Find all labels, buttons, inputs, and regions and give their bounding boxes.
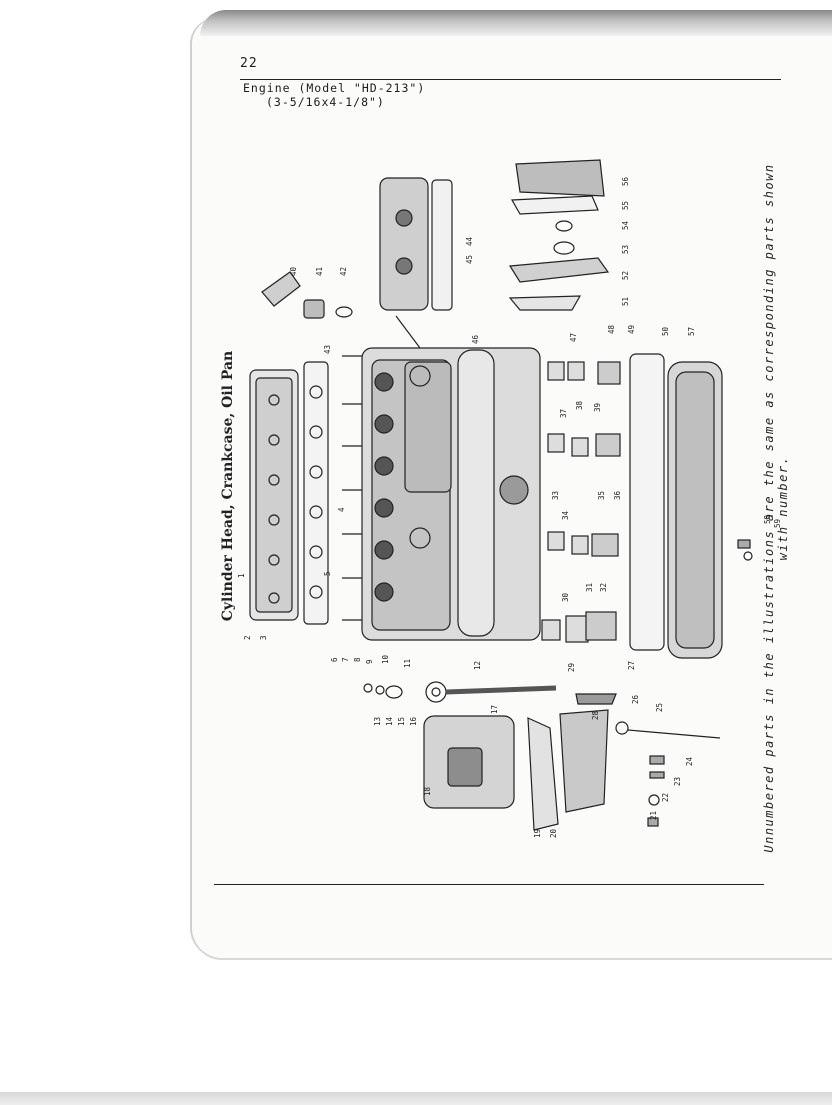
callout-49: 49 [627,325,636,334]
scan-shadow-top [200,10,832,36]
callout-33: 33 [551,491,560,500]
callout-40: 40 [289,266,298,276]
callout-5: 5 [323,571,332,576]
callout-4: 4 [337,507,346,512]
callout-11: 11 [403,659,412,668]
callout-48: 48 [607,324,616,334]
callout-59: 59 [773,519,782,528]
callout-58: 58 [763,514,772,524]
callout-2: 2 [243,635,252,640]
callout-9: 9 [365,659,374,664]
callout-32: 32 [599,583,608,592]
callout-50: 50 [661,326,670,336]
callout-53: 53 [621,245,630,254]
callout-15: 15 [397,717,406,726]
callout-56: 56 [621,176,630,186]
callout-22: 22 [661,793,670,802]
callout-31: 31 [585,583,594,592]
head-gasket-drawing [303,361,329,625]
callout-36: 36 [613,490,622,500]
callout-24: 24 [685,756,694,766]
engine-model-heading: Engine (Model "HD-213") [243,81,426,95]
callout-30: 30 [561,592,570,602]
callout-17: 17 [490,705,499,714]
callout-41: 41 [315,267,324,276]
callout-1: 1 [237,573,246,578]
callout-44: 44 [465,236,474,246]
callout-8: 8 [353,657,362,662]
callout-19: 19 [533,829,542,838]
callout-26: 26 [631,694,640,704]
callout-21: 21 [649,811,658,820]
callout-10: 10 [381,654,390,664]
callout-54: 54 [621,220,630,230]
callout-23: 23 [673,777,682,786]
callout-6: 6 [330,657,339,662]
oil-filler-drawing [261,271,353,319]
callout-39: 39 [593,403,602,412]
engine-bore-stroke-heading: (3-5/16x4-1/8") [266,95,385,109]
small-hardware-drawing [363,539,753,827]
callout-51: 51 [621,297,630,306]
rear-seal-parts-drawing [508,159,610,311]
callout-25: 25 [655,703,664,712]
callout-38: 38 [575,400,584,410]
callout-7: 7 [341,657,350,662]
callout-46: 46 [471,334,480,344]
callout-37: 37 [559,409,568,418]
callout-27: 27 [627,661,636,670]
oil-pan-drawing [629,353,723,659]
callout-18: 18 [423,786,432,796]
callout-20: 20 [549,828,558,838]
callout-43: 43 [323,345,332,354]
bearing-caps-drawing [541,361,621,643]
callout-45: 45 [465,255,474,264]
callout-12: 12 [473,661,482,670]
valve-cover-drawing [379,177,453,349]
callout-35: 35 [597,491,606,500]
header-rule [240,79,781,80]
callout-14: 14 [385,716,394,726]
callout-28: 28 [591,710,600,720]
front-cover-drawing [423,681,721,831]
page-number: 22 [240,56,258,71]
callout-13: 13 [373,717,382,726]
callout-29: 29 [567,663,576,672]
callout-47: 47 [569,333,578,342]
callout-52: 52 [621,271,630,280]
callout-57: 57 [687,327,696,336]
callout-34: 34 [561,510,570,520]
callout-3: 3 [259,635,268,640]
crankcase-block-drawing [361,347,541,641]
callout-42: 42 [339,267,348,276]
scan-bottom-band [0,1092,832,1105]
footer-rule [214,884,764,885]
callout-55: 55 [621,201,630,210]
cylinder-head-drawing [249,369,299,621]
callout-16: 16 [409,716,418,726]
illustration-footnote: Unnumbered parts in the illustrations ar… [762,163,790,853]
